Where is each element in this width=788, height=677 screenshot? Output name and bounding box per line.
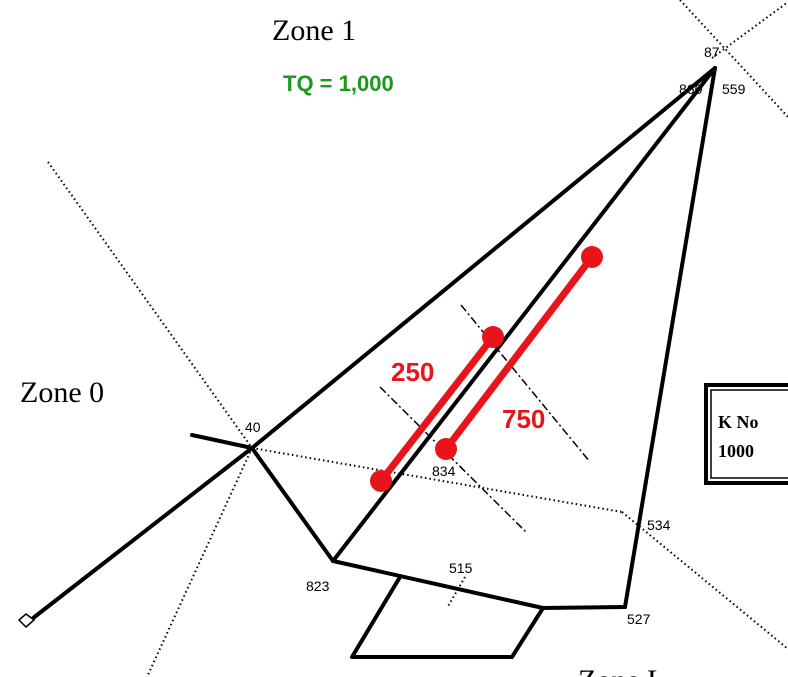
node-label-823: 823 [306,578,330,594]
diamond-node-marker [17,613,36,629]
dotted-line-ne-b [711,1,788,59]
zone-1-label: Zone 1 [272,14,356,47]
node-label-40: 40 [245,419,261,435]
dotted-line-sw [146,447,253,677]
segment-750-end-dot [581,246,603,268]
dotted-line-nw [47,161,253,449]
node-label-834: 834 [432,463,456,479]
segment-750-start-dot [435,438,457,460]
node-label-559: 559 [722,81,746,97]
line-40-to-860 [250,66,717,450]
node-label-515: 515 [449,560,473,576]
highlighted-segments [370,246,603,492]
dotted-line-mid [251,447,623,513]
line-40-to-823 [250,446,335,563]
segment-750 [442,253,596,453]
zone-l-label: Zone L [578,664,665,677]
segment-250-value: 250 [391,357,434,387]
segment-250 [377,333,497,485]
segment-250-end-dot [482,326,504,348]
note-line-2: 1000 [718,441,754,461]
line-860-to-527 [623,66,717,609]
dotted-line-ne-a [679,0,788,118]
line-823-to-527 [331,559,627,610]
line-823-to-860 [331,66,717,563]
dashdot-line-lower [379,386,528,534]
node-label-527: 527 [627,611,651,627]
note-line-1: K No [718,412,759,432]
node-label-87: 87 [704,44,720,60]
line-40-to-sw [26,446,254,624]
line-40-stub [190,433,254,450]
dotted-line-515 [446,576,466,609]
tq-label: TQ = 1,000 [283,71,394,96]
node-label-860: 860 [679,81,703,97]
node-label-534: 534 [647,517,671,533]
zone-0-label: Zone 0 [20,376,104,409]
dashdot-line-upper [460,304,591,463]
lower-tab-shape [350,575,545,659]
note-box: K No 1000 [704,383,788,485]
segment-250-start-dot [370,470,392,492]
segment-750-value: 750 [502,404,545,434]
